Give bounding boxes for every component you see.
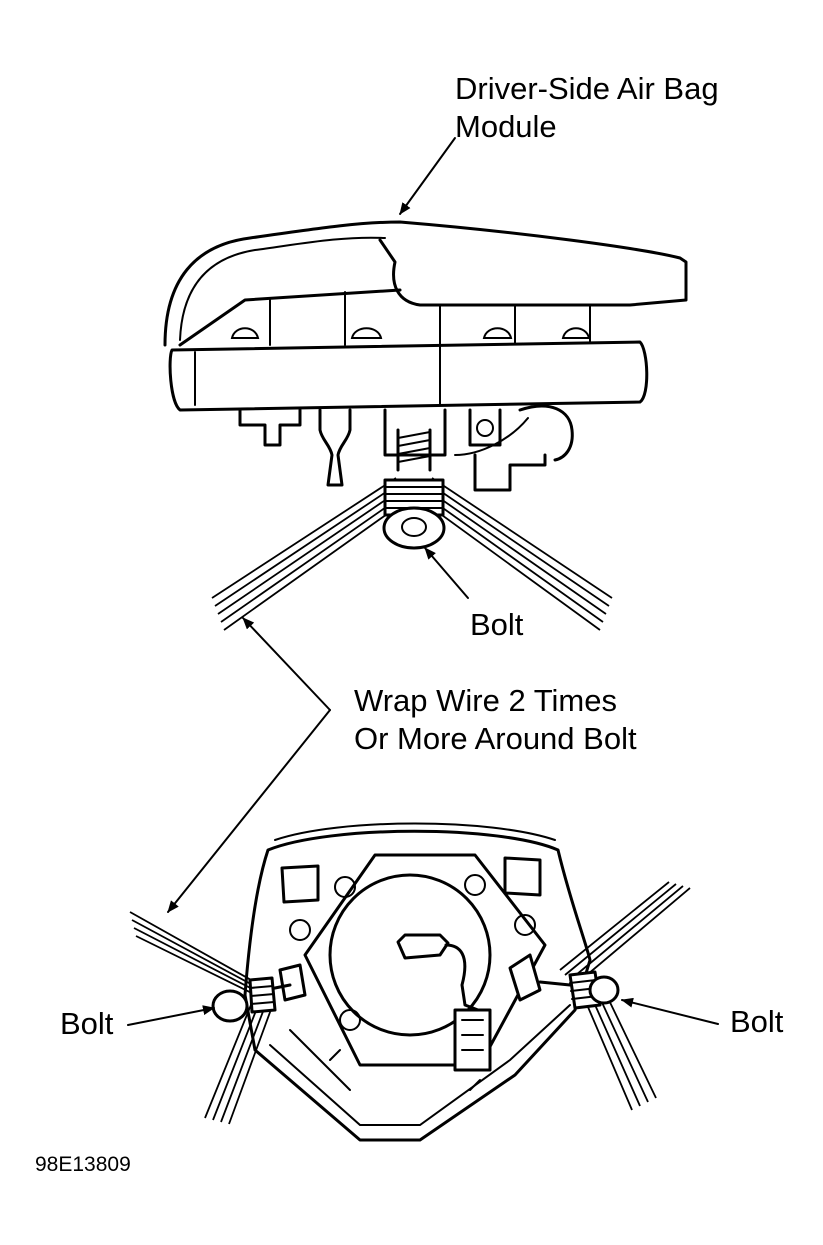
wrap-wire-label-line2: Or More Around Bolt (354, 721, 637, 756)
left-bolt-leader-arrow (127, 1005, 215, 1026)
right-bolt-leader-arrow (621, 997, 719, 1025)
wrap-wire-label-line1: Wrap Wire 2 Times (354, 683, 617, 718)
right-bolt-label: Bolt (730, 1004, 784, 1039)
airbag-module-illustration (163, 220, 688, 492)
module-label-line1: Driver-Side Air Bag (455, 71, 719, 106)
top-bolt-label: Bolt (470, 607, 524, 642)
left-wire-harness (129, 911, 277, 1125)
left-bolt-label: Bolt (60, 1006, 114, 1041)
figure-code: 98E13809 (35, 1153, 131, 1176)
wrap-wire-leader-arrow-lower (167, 709, 331, 913)
top-bolt-leader-arrow (424, 547, 469, 599)
right-wire-harness (559, 881, 691, 1111)
wrap-wire-leader-arrow-upper (242, 617, 331, 711)
top-wire-harness (211, 477, 613, 631)
steering-hub-illustration (243, 822, 592, 1142)
module-leader-arrow (399, 137, 456, 215)
module-label-line2: Module (455, 109, 557, 144)
